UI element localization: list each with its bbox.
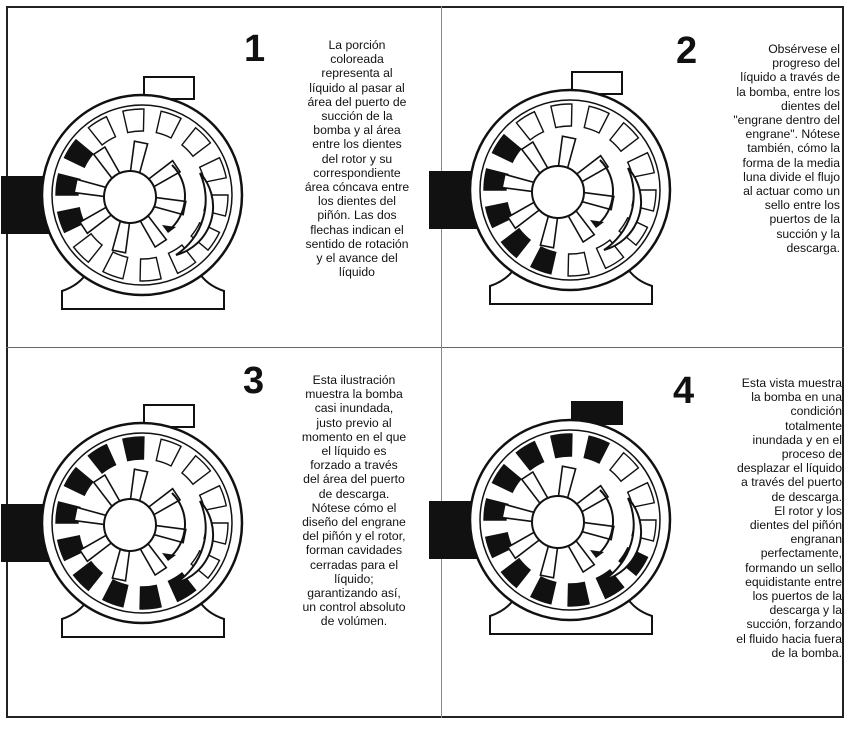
step-description-2: Obsérvese el progreso del líquido a trav… bbox=[690, 42, 840, 255]
step-description-4: Esta vista muestra la bomba en una condi… bbox=[684, 376, 842, 660]
pump-1 bbox=[2, 77, 242, 309]
pump-2 bbox=[430, 72, 670, 304]
step-number-1: 1 bbox=[244, 30, 265, 68]
step-description-1: La porción coloreada representa al líqui… bbox=[284, 38, 430, 279]
step-description-3: Esta ilustración muestra la bomba casi i… bbox=[272, 373, 436, 629]
pump-4 bbox=[430, 402, 670, 634]
step-number-3: 3 bbox=[243, 362, 264, 400]
pinion-hub-2 bbox=[532, 166, 584, 218]
pump-3 bbox=[2, 405, 242, 637]
pinion-hub-3 bbox=[104, 499, 156, 551]
pinion-hub-1 bbox=[104, 171, 156, 223]
pinion-hub-4 bbox=[532, 496, 584, 548]
